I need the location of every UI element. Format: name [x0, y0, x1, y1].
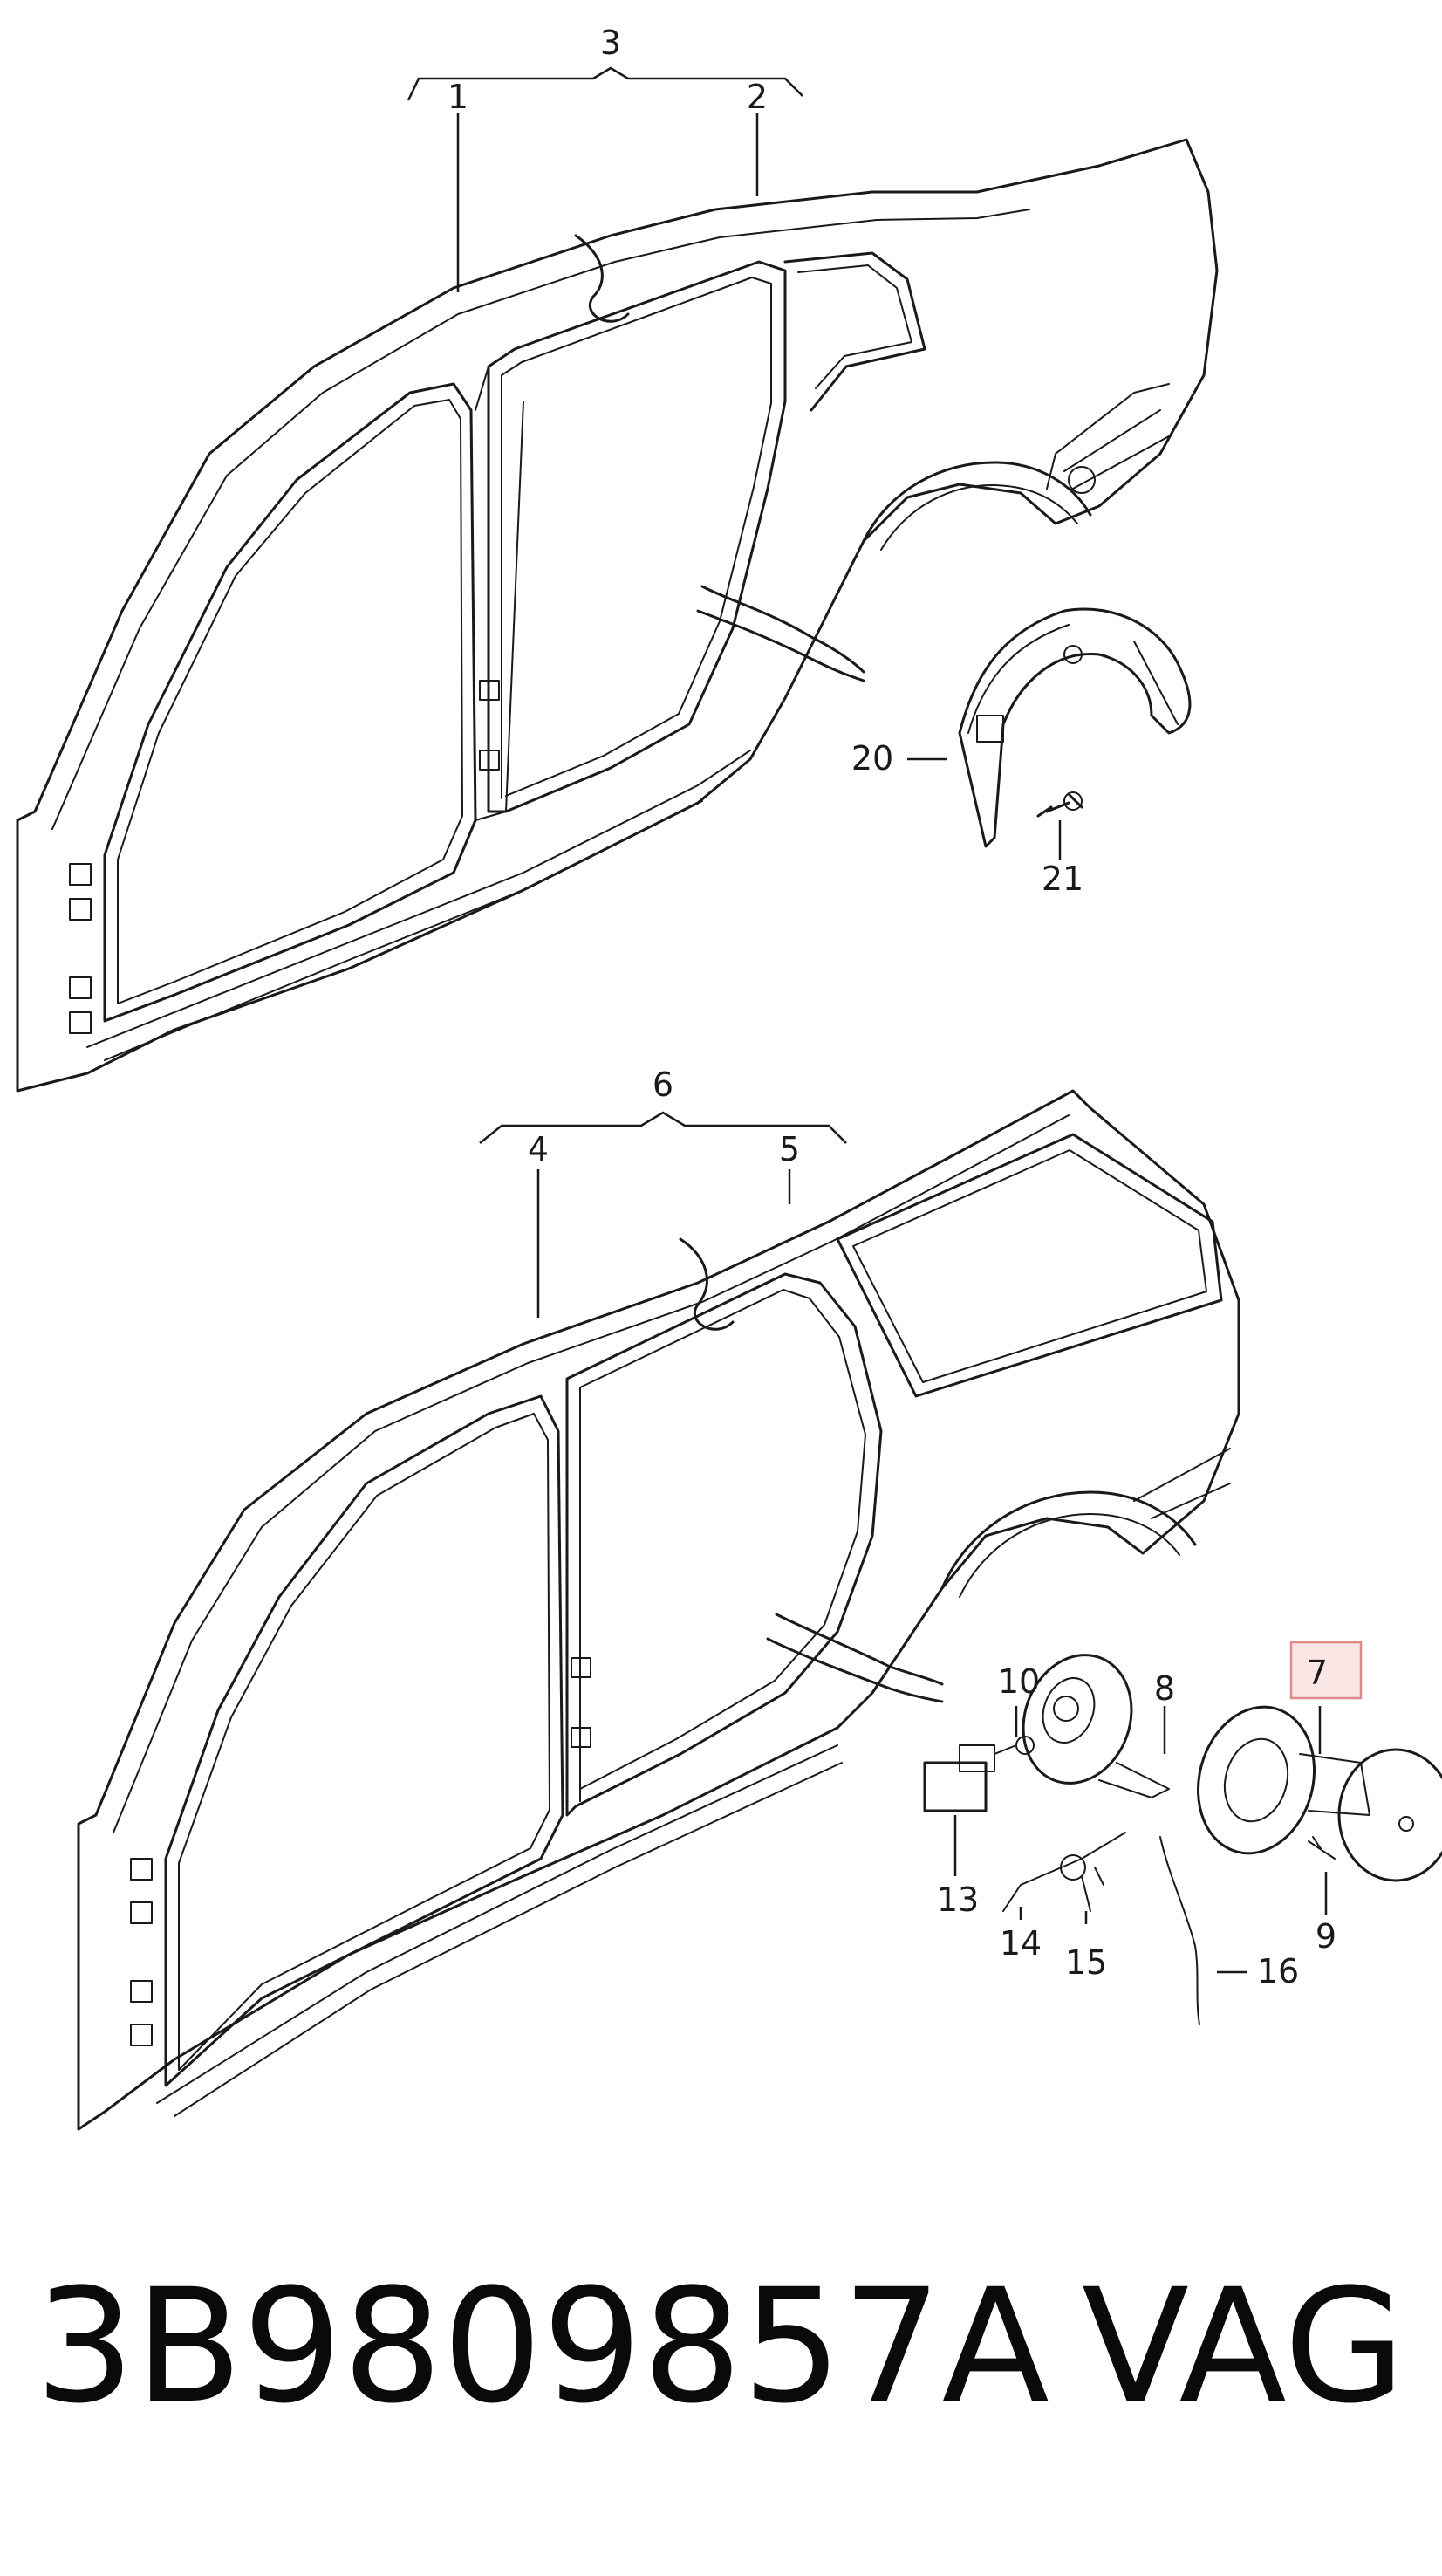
- callout-5: 5: [779, 1130, 800, 1168]
- cable-14: [1002, 1832, 1126, 1912]
- callout-21: 21: [1042, 860, 1083, 898]
- side-panel-estate: [77, 1089, 1240, 2131]
- callout-15: 15: [1065, 1943, 1107, 1982]
- callouts: 3 1 2 20 21 6 4 5 10 8 7 13 9 14 15 16: [448, 24, 1336, 1990]
- callout-10: 10: [998, 1662, 1040, 1701]
- screw-21: [1036, 791, 1083, 818]
- callout-8: 8: [1154, 1669, 1175, 1708]
- callout-13: 13: [937, 1881, 979, 1919]
- callout-20: 20: [851, 739, 893, 778]
- fuel-flap-assembly: [1196, 1705, 1442, 1882]
- callout-7: 7: [1307, 1654, 1328, 1692]
- callout-6: 6: [653, 1065, 673, 1104]
- callout-16: 16: [1257, 1952, 1299, 1990]
- leader-lines: [407, 66, 1328, 1974]
- footer-caption: 3B9809857A VAG: [35, 2269, 1413, 2426]
- callout-4: 4: [528, 1130, 549, 1168]
- callout-14: 14: [1000, 1924, 1042, 1963]
- screw-15: [1060, 1854, 1104, 1912]
- side-panel-sedan: [16, 138, 1219, 1093]
- fuel-filler-housing: [1022, 1654, 1170, 1798]
- drain-hose-16: [1159, 1836, 1200, 2025]
- callout-3: 3: [600, 24, 621, 62]
- callout-9: 9: [1316, 1917, 1336, 1956]
- part-number: 3B9809857A: [35, 2256, 1049, 2438]
- wheel-arch-liner: [958, 607, 1192, 848]
- callout-2: 2: [747, 78, 768, 116]
- highlight-box: [1289, 1641, 1363, 1700]
- actuator-13: [923, 1736, 1035, 1812]
- brand-name: VAG: [1082, 2256, 1406, 2438]
- callout-1: 1: [448, 78, 468, 116]
- screw-9: [1308, 1836, 1336, 1860]
